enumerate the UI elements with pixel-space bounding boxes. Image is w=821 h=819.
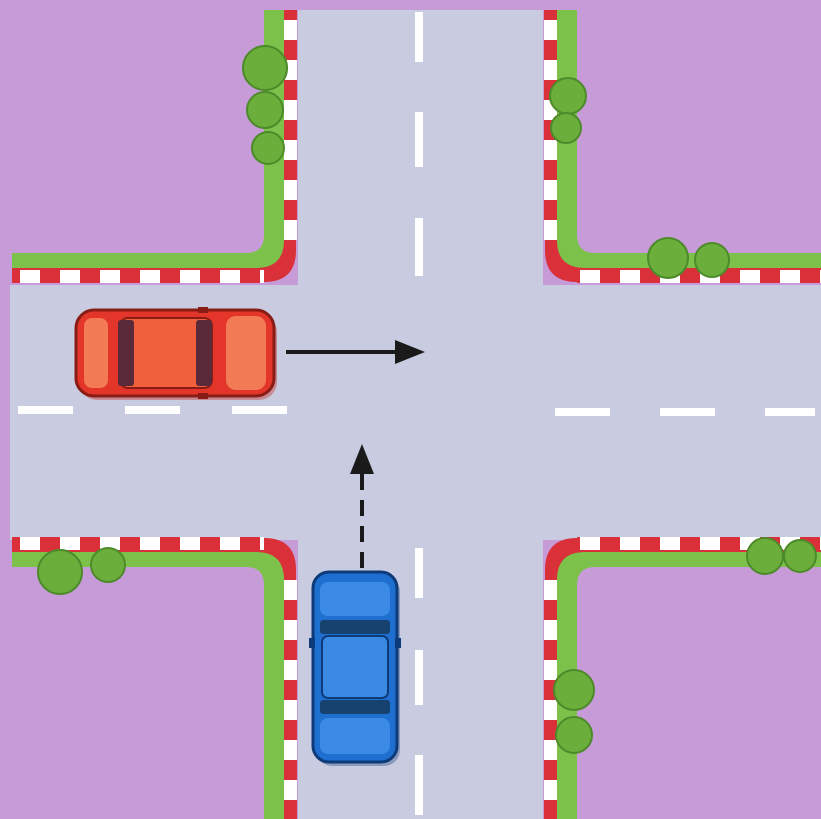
red-car xyxy=(76,307,277,400)
blue-car xyxy=(309,572,401,766)
